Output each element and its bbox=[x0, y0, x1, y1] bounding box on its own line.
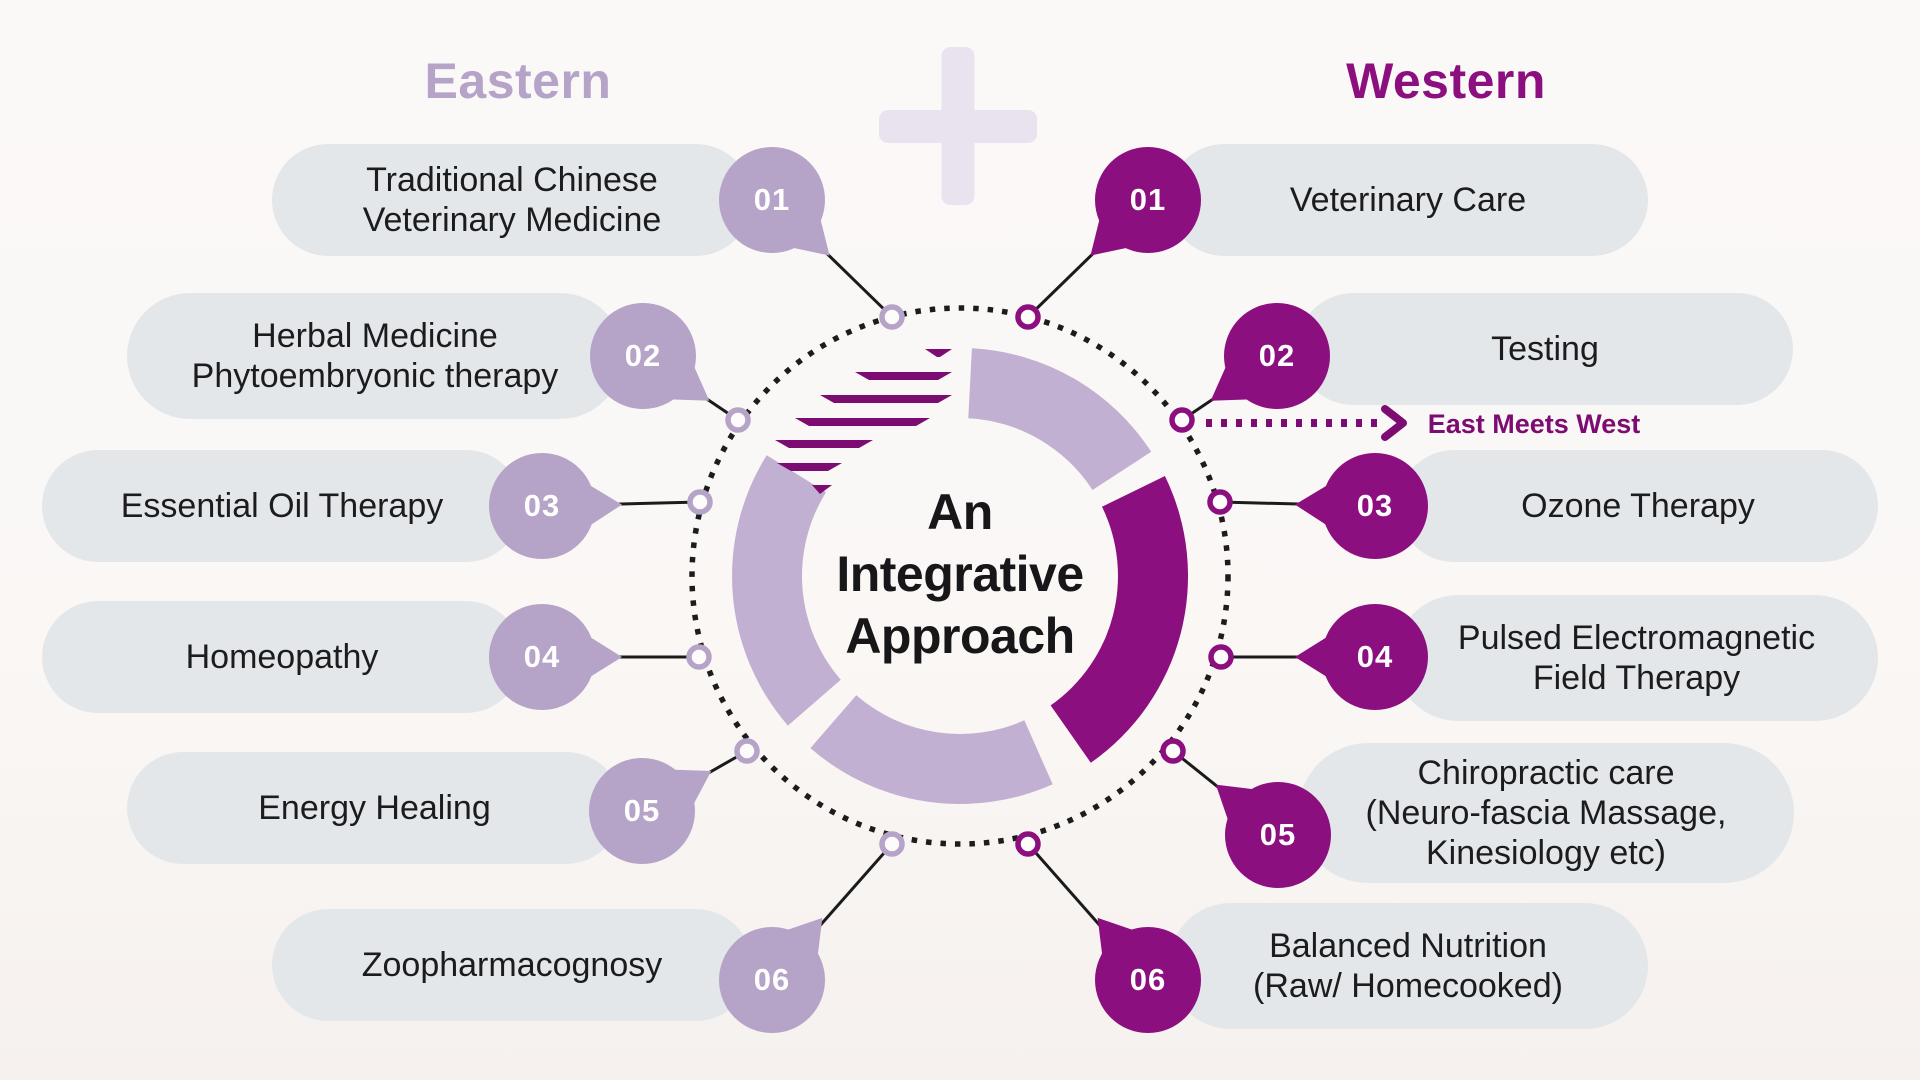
western-item-4-number-bubble: 04 bbox=[1322, 604, 1428, 710]
east-meets-west-arrow bbox=[1206, 405, 1407, 441]
western-item-2-number-bubble: 02 bbox=[1224, 303, 1330, 409]
eastern-item-4-number-bubble: 04 bbox=[489, 604, 622, 710]
center-title: An Integrative Approach bbox=[760, 481, 1160, 667]
eastern-item-1-label: Veterinary Medicine bbox=[362, 201, 662, 239]
eastern-item-2-label: Phytoembryonic therapy bbox=[191, 357, 559, 395]
western-item-4-label: Pulsed Electromagnetic bbox=[1457, 619, 1816, 657]
donut-segment-top bbox=[968, 348, 1152, 490]
western-item-3-label: Ozone Therapy bbox=[1521, 487, 1755, 525]
western-item-6-number-bubble: 06 bbox=[1095, 927, 1201, 1033]
western-item-5-label: Kinesiology etc) bbox=[1425, 834, 1666, 872]
donut-segment-left bbox=[732, 455, 841, 726]
eastern-item-1-number-bubble: 01 bbox=[719, 147, 825, 253]
eastern-item-3-label: Essential Oil Therapy bbox=[120, 487, 444, 525]
ring-node-east bbox=[686, 644, 712, 670]
eastern-item-2-pill: Herbal Medicine Phytoembryonic therapy bbox=[127, 293, 623, 419]
western-item-5-pill: Chiropractic care (Neuro-fascia Massage,… bbox=[1298, 743, 1794, 883]
western-item-4-pill: Pulsed Electromagnetic Field Therapy bbox=[1395, 595, 1878, 721]
eastern-item-5-number-bubble: 05 bbox=[589, 758, 695, 864]
western-item-4-number: 04 bbox=[1356, 639, 1394, 674]
western-item-3-pill: Ozone Therapy bbox=[1398, 450, 1878, 562]
western-item-6-pill: Balanced Nutrition (Raw/ Homecooked) bbox=[1168, 903, 1648, 1029]
ring-node-east bbox=[687, 489, 713, 515]
donut-segment-right bbox=[1050, 476, 1189, 763]
eastern-item-2-label: Herbal Medicine bbox=[252, 317, 498, 355]
western-item-2-label: Testing bbox=[1491, 330, 1599, 368]
east-meets-west-label: East Meets West bbox=[1427, 409, 1641, 439]
donut-segment-bottom bbox=[810, 695, 1053, 805]
eastern-item-3-pill: Essential Oil Therapy bbox=[42, 450, 522, 562]
eastern-item-1-pill: Traditional Chinese Veterinary Medicine bbox=[272, 144, 752, 256]
eastern-item-5-number: 05 bbox=[623, 793, 661, 828]
ring-nodes bbox=[686, 304, 1234, 857]
eastern-item-1-label: Traditional Chinese bbox=[366, 161, 658, 199]
eastern-item-5-label: Energy Healing bbox=[258, 789, 491, 827]
ring-node-east bbox=[725, 407, 751, 433]
eastern-item-3-number-bubble: 03 bbox=[489, 453, 595, 559]
western-item-6-label: (Raw/ Homecooked) bbox=[1253, 967, 1563, 1005]
eastern-item-3-number: 03 bbox=[523, 488, 561, 523]
ring-node-west bbox=[1208, 644, 1234, 670]
western-item-4-label: Field Therapy bbox=[1532, 659, 1741, 697]
western-item-1-number: 01 bbox=[1129, 182, 1167, 217]
eastern-item-4-label: Homeopathy bbox=[185, 638, 379, 676]
eastern-item-6-label: Zoopharmacognosy bbox=[361, 946, 663, 984]
western-item-2-pill: Testing bbox=[1297, 293, 1793, 405]
western-item-6-number: 06 bbox=[1129, 962, 1167, 997]
ring-node-east bbox=[879, 304, 905, 330]
donut-chart bbox=[732, 348, 1189, 805]
eastern-item-2-number: 02 bbox=[624, 338, 662, 373]
western-item-2-number: 02 bbox=[1258, 338, 1296, 373]
western-item-1-pill: Veterinary Care bbox=[1168, 144, 1648, 256]
eastern-item-4-number: 04 bbox=[523, 639, 561, 674]
plus-icon bbox=[879, 47, 1037, 205]
western-item-5-number: 05 bbox=[1259, 817, 1297, 852]
ring-node-west bbox=[1207, 489, 1233, 515]
ring-node-west bbox=[1169, 407, 1195, 433]
eastern-item-4-pill: Homeopathy bbox=[42, 601, 522, 713]
western-item-5-label: Chiropractic care bbox=[1417, 754, 1675, 792]
western-item-1-label: Veterinary Care bbox=[1289, 181, 1527, 219]
ring-node-west bbox=[1160, 738, 1186, 764]
hatch-stripes-decoration bbox=[775, 349, 952, 494]
western-item-3-number-bubble: 03 bbox=[1322, 453, 1428, 559]
ring-node-east bbox=[734, 738, 760, 764]
eastern-column-title: Eastern bbox=[424, 53, 612, 109]
center-title-line: Approach bbox=[845, 608, 1075, 664]
eastern-item-1-number: 01 bbox=[753, 182, 791, 217]
eastern-item-6-number: 06 bbox=[753, 962, 791, 997]
western-item-6-label: Balanced Nutrition bbox=[1269, 927, 1547, 965]
western-item-5-number-bubble: 05 bbox=[1225, 782, 1331, 888]
ring-node-east bbox=[879, 831, 905, 857]
western-item-1-number-bubble: 01 bbox=[1095, 147, 1201, 253]
western-item-5-label: (Neuro-fascia Massage, bbox=[1365, 794, 1727, 832]
western-column-title: Western bbox=[1346, 53, 1546, 109]
ring-node-west bbox=[1015, 831, 1041, 857]
ring-node-west bbox=[1015, 304, 1041, 330]
center-title-line: An bbox=[927, 484, 993, 540]
eastern-item-2-number-bubble: 02 bbox=[590, 303, 696, 409]
center-title-line: Integrative bbox=[836, 546, 1084, 602]
eastern-item-6-pill: Zoopharmacognosy bbox=[272, 909, 752, 1021]
western-item-3-number: 03 bbox=[1356, 488, 1394, 523]
eastern-item-6-number-bubble: 06 bbox=[719, 927, 825, 1033]
eastern-item-5-pill: Energy Healing bbox=[127, 752, 622, 864]
dotted-ring bbox=[689, 305, 1231, 847]
